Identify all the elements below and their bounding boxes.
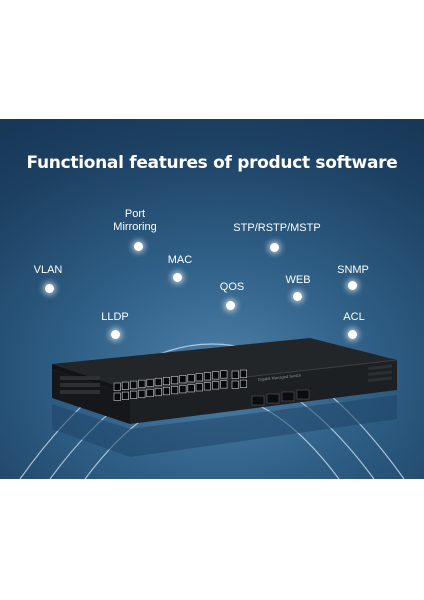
uplink-port (231, 380, 239, 389)
feature-label-stp: STP/RSTP/MSTP (233, 222, 321, 234)
rj45-port (113, 382, 121, 391)
switch-vent-left (60, 376, 100, 394)
switch-ports (113, 369, 247, 401)
switch-top (52, 338, 397, 390)
rj45-port (138, 389, 146, 398)
feature-label-qos: QOS (219, 281, 245, 293)
switch-reflection (52, 395, 397, 457)
uplink-port (239, 369, 247, 378)
feature-label-mac: MAC (167, 254, 193, 266)
feature-label-port-mirroring: Port Mirroring (113, 208, 157, 233)
rj45-port (130, 380, 138, 389)
feature-dot-acl (348, 330, 357, 339)
feature-dot-qos (226, 301, 235, 310)
feature-dot-lldp (111, 330, 120, 339)
rj45-port (195, 373, 203, 382)
rj45-port (203, 372, 211, 381)
feature-dot-snmp (348, 281, 357, 290)
switch-front (130, 360, 397, 424)
feature-banner: Functional features of product software … (0, 119, 424, 479)
feature-label-acl: ACL (343, 311, 365, 323)
rj45-port (220, 380, 228, 389)
rj45-port (138, 379, 146, 388)
switch-side-left (52, 369, 130, 424)
rj45-port (162, 386, 170, 396)
rj45-port (121, 391, 129, 400)
rj45-port (179, 375, 187, 384)
feature-dot-web (293, 292, 302, 301)
feature-dot-vlan (45, 284, 54, 293)
feature-label-web: WEB (285, 274, 311, 286)
rj45-port (212, 371, 220, 380)
rj45-port (171, 386, 179, 395)
switch-model-label: Gigabit Managed Switch (258, 372, 302, 382)
feature-dot-port-mirroring (134, 242, 143, 251)
switch-sfp-ports (251, 389, 310, 406)
rj45-port (220, 370, 228, 379)
rj45-port (146, 388, 154, 398)
feature-label-lldp: LLDP (101, 311, 129, 323)
rj45-port (113, 392, 121, 401)
rj45-port (212, 381, 220, 390)
rj45-port (154, 387, 162, 397)
feature-dot-mac (173, 273, 182, 282)
uplink-port (231, 370, 239, 379)
rj45-port (154, 377, 162, 387)
feature-label-snmp: SNMP (337, 264, 369, 276)
rj45-port (187, 374, 195, 383)
switch-vent-right (368, 364, 393, 382)
network-switch: Gigabit Managed Switch (52, 338, 398, 457)
rj45-port (195, 383, 203, 392)
rj45-port (146, 378, 154, 388)
feature-dot-stp (270, 243, 279, 252)
rj45-port (171, 376, 179, 385)
rj45-port (130, 390, 138, 399)
rj45-port (179, 385, 187, 394)
rj45-port (121, 381, 129, 390)
uplink-port (239, 379, 247, 388)
feature-label-vlan: VLAN (33, 264, 63, 276)
page-title: Functional features of product software (26, 153, 398, 173)
rj45-port (203, 382, 211, 391)
rj45-port (187, 384, 195, 393)
rj45-port (162, 376, 170, 386)
